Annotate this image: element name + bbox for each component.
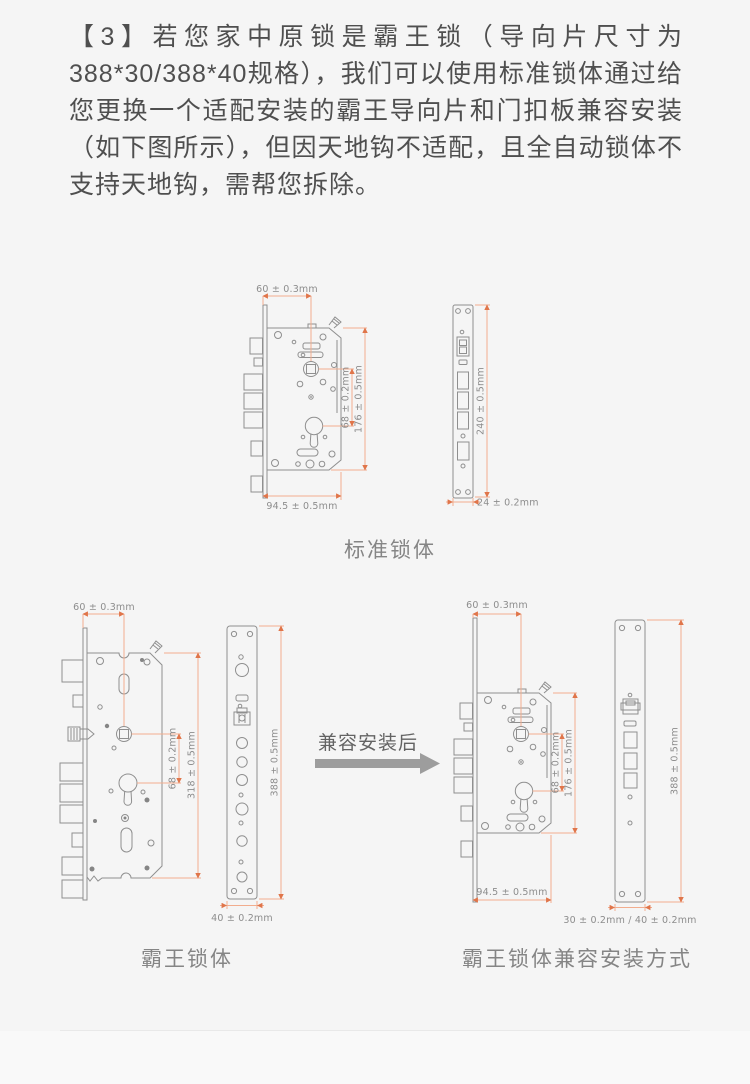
dim-label-body-width: 94.5 ± 0.5mm [266, 501, 337, 512]
dim-label-top-width: 60 ± 0.3mm [73, 602, 135, 613]
dim-label-plate-width: 40 ± 0.2mm [211, 913, 273, 924]
section-divider [60, 1030, 690, 1031]
dim-label-center-distance: 68 ± 0.2mm [341, 367, 352, 429]
dim-label-plate-height: 240 ± 0.5mm [476, 367, 487, 435]
standard-lock-diagram: 60 ± 0.3mm 68 ± 0.2mm 176 ± 0.5mm 94.5 ±… [243, 284, 539, 512]
standard-strike-plate-drawing [452, 304, 474, 499]
bawang-dimensions: 60 ± 0.3mm 68 ± 0.2mm 318 ± 0.5mm 388 ± … [73, 602, 284, 924]
dim-label-plate-height: 388 ± 0.5mm [270, 729, 281, 797]
bawang-lock-caption: 霸王锁体 [141, 948, 233, 971]
dim-label-body-width: 94.5 ± 0.5mm [476, 887, 547, 898]
compat-dimensions: 60 ± 0.3mm 68 ± 0.2mm 176 ± 0.5mm 94.5 ±… [466, 600, 696, 926]
dim-label-plate-width: 30 ± 0.2mm / 40 ± 0.2mm [563, 915, 696, 926]
dim-label-plate-width: 24 ± 0.2mm [477, 498, 539, 509]
transition-label: 兼容安装后 [318, 732, 418, 754]
standard-dimensions: 60 ± 0.3mm 68 ± 0.2mm 176 ± 0.5mm 94.5 ±… [256, 284, 539, 512]
dim-label-center-distance: 68 ± 0.2mm [551, 732, 562, 794]
bawang-lock-diagram: 60 ± 0.3mm 68 ± 0.2mm 318 ± 0.5mm 388 ± … [59, 602, 284, 924]
right-arrow-icon [315, 753, 440, 774]
compat-guide-plate-drawing [614, 619, 646, 903]
transition-arrow-block: 兼容安装后 [315, 732, 440, 774]
dim-label-top-width: 60 ± 0.3mm [256, 284, 318, 295]
standard-lock-body-drawing [243, 304, 342, 499]
compat-lock-body-drawing [453, 617, 552, 903]
dim-label-top-width: 60 ± 0.3mm [466, 600, 528, 611]
compat-install-diagram: 60 ± 0.3mm 68 ± 0.2mm 176 ± 0.5mm 94.5 ±… [453, 600, 696, 926]
dim-label-center-distance: 68 ± 0.2mm [168, 728, 179, 790]
dim-label-body-height: 176 ± 0.5mm [354, 365, 365, 433]
dim-label-body-height: 318 ± 0.5mm [187, 731, 198, 799]
dim-label-plate-height: 388 ± 0.5mm [670, 727, 681, 795]
standard-lock-caption: 标准锁体 [344, 539, 436, 562]
next-section-band [0, 1031, 750, 1084]
bawang-lock-body-drawing [59, 627, 163, 901]
dim-label-body-height: 176 ± 0.5mm [564, 729, 575, 797]
bawang-guide-plate-drawing [226, 625, 258, 900]
compat-install-caption: 霸王锁体兼容安装方式 [462, 948, 692, 971]
intro-paragraph: 【3】若您家中原锁是霸王锁（导向片尺寸为388*30/388*40规格），我们可… [69, 23, 683, 199]
